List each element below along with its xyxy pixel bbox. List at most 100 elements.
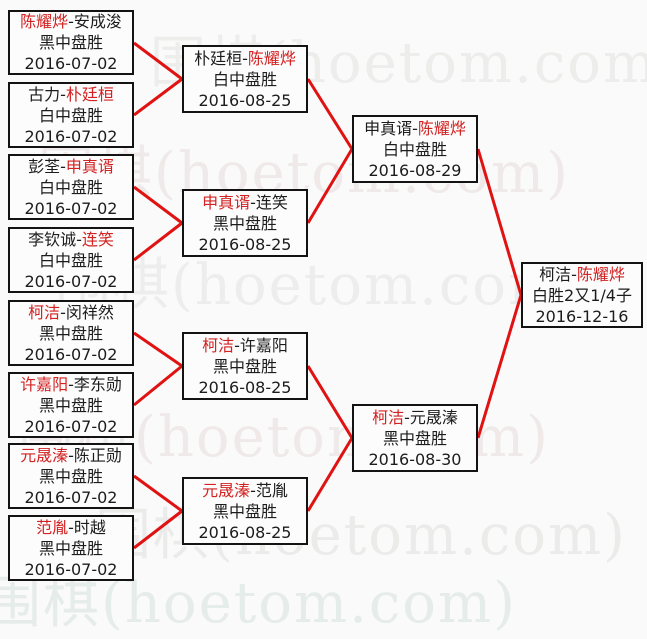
connector-line (306, 365, 354, 439)
player-name: 元晟溱 (20, 445, 69, 465)
vs-separator: - (571, 264, 577, 284)
vs-separator: - (250, 192, 256, 212)
connector-line (133, 41, 183, 81)
vs-separator: - (68, 374, 74, 394)
match-date: 2016-07-02 (24, 198, 118, 218)
player-name: 李钦诚 (28, 229, 77, 249)
player-name: 陈耀烨 (576, 264, 625, 284)
match-date: 2016-07-02 (24, 487, 118, 507)
connector-line (133, 77, 183, 117)
vs-separator: - (68, 517, 74, 537)
match-players: 元晟溱-陈正勋 (20, 445, 122, 466)
match-date: 2016-08-30 (368, 449, 462, 469)
connector-line (133, 474, 183, 513)
vs-separator: - (250, 480, 256, 500)
match-box-r2-2: 申真谞-连笑 黑中盘胜 2016-08-25 (182, 189, 308, 257)
player-name: 陈耀烨 (417, 118, 466, 138)
player-name: 元晟溱 (202, 480, 251, 500)
match-date: 2016-07-02 (24, 344, 118, 364)
player-name: 柯洁 (372, 407, 405, 427)
vs-separator: - (76, 229, 82, 249)
vs-separator: - (60, 302, 66, 322)
match-result: 白中盘胜 (38, 250, 103, 270)
player-name: 范胤 (36, 517, 69, 537)
match-players: 陈耀烨-安成浚 (20, 11, 122, 32)
match-box-sf-1: 申真谞-陈耀烨 白中盘胜 2016-08-29 (352, 115, 478, 183)
match-result: 黑中盘胜 (38, 466, 103, 486)
match-box-r2-4: 元晟溱-范胤 黑中盘胜 2016-08-25 (182, 477, 308, 545)
player-name: 范胤 (255, 480, 288, 500)
match-result: 白中盘胜 (38, 177, 103, 197)
player-name: 申真谞 (202, 192, 251, 212)
player-name: 古力 (28, 84, 61, 104)
match-box-r1-7: 元晟溱-陈正勋 黑中盘胜 2016-07-02 (8, 443, 134, 509)
player-name: 申真谞 (364, 118, 413, 138)
connector-line (306, 148, 354, 224)
match-players: 彭荃-申真谞 (28, 156, 114, 177)
player-name: 闵祥然 (65, 302, 114, 322)
match-result: 黑中盘胜 (212, 356, 277, 376)
player-name: 柯洁 (202, 335, 235, 355)
match-players: 范胤-时越 (36, 517, 106, 538)
player-name: 安成浚 (73, 12, 122, 31)
connector-line (306, 78, 354, 150)
match-result: 黑中盘胜 (212, 213, 277, 233)
match-players: 许嘉阳-李东勋 (20, 374, 122, 395)
player-name: 申真谞 (65, 156, 114, 176)
match-players: 柯洁-陈耀烨 (539, 264, 625, 285)
match-box-r2-1: 朴廷桓-陈耀烨 白中盘胜 2016-08-25 (182, 45, 308, 113)
match-date: 2016-08-25 (198, 234, 292, 254)
match-date: 2016-08-29 (368, 160, 462, 180)
match-players: 柯洁-闵祥然 (28, 302, 114, 323)
player-name: 朴廷桓 (65, 84, 114, 104)
match-date: 2016-07-02 (24, 54, 118, 73)
connector-line (133, 331, 183, 368)
player-name: 柯洁 (539, 264, 572, 284)
player-name: 陈耀烨 (20, 12, 69, 31)
connector-line (133, 364, 183, 407)
connector-lines (133, 41, 523, 550)
player-name: 许嘉阳 (20, 374, 69, 394)
match-players: 申真谞-连笑 (202, 192, 288, 213)
match-box-r1-6: 许嘉阳-李东勋 黑中盘胜 2016-07-02 (8, 372, 134, 438)
match-result: 黑中盘胜 (38, 323, 103, 343)
match-result: 黑中盘胜 (38, 33, 103, 52)
player-name: 陈耀烨 (247, 48, 296, 68)
match-date: 2016-08-25 (198, 522, 292, 542)
connector-line (133, 509, 183, 550)
connector-line (476, 148, 523, 296)
watermark-text: 围棋(hoetom.com) (55, 253, 587, 318)
connector-line (133, 185, 183, 225)
match-box-sf-2: 柯洁-元晟溱 黑中盘胜 2016-08-30 (352, 404, 478, 472)
player-name: 元晟溱 (409, 407, 458, 427)
vs-separator: - (242, 48, 248, 68)
match-result: 白中盘胜 (38, 105, 103, 125)
match-date: 2016-08-25 (198, 377, 292, 397)
match-date: 2016-07-02 (24, 271, 118, 291)
match-box-r1-1: 陈耀烨-安成浚 黑中盘胜 2016-07-02 (8, 10, 134, 75)
connector-line (133, 221, 183, 262)
match-date: 2016-07-02 (24, 126, 118, 146)
connector-line (306, 437, 354, 512)
player-name: 连笑 (81, 229, 114, 249)
match-players: 申真谞-陈耀烨 (364, 118, 466, 139)
match-date: 2016-07-02 (24, 416, 118, 436)
match-box-r1-8: 范胤-时越 黑中盘胜 2016-07-02 (8, 515, 134, 581)
match-date: 2016-07-02 (24, 559, 118, 579)
vs-separator: - (412, 118, 418, 138)
match-players: 柯洁-元晟溱 (372, 407, 458, 428)
player-name: 李东勋 (73, 374, 122, 394)
match-result: 黑中盘胜 (212, 501, 277, 521)
match-result: 白胜2又1/4子 (532, 285, 632, 305)
player-name: 时越 (73, 517, 106, 537)
match-box-r2-3: 柯洁-许嘉阳 黑中盘胜 2016-08-25 (182, 332, 308, 400)
match-players: 朴廷桓-陈耀烨 (194, 48, 296, 69)
match-box-r1-5: 柯洁-闵祥然 黑中盘胜 2016-07-02 (8, 300, 134, 366)
match-date: 2016-12-16 (535, 306, 629, 326)
match-players: 柯洁-许嘉阳 (202, 335, 288, 356)
player-name: 朴廷桓 (194, 48, 243, 68)
player-name: 许嘉阳 (239, 335, 288, 355)
vs-separator: - (68, 12, 74, 31)
match-date: 2016-08-25 (198, 90, 292, 110)
player-name: 彭荃 (28, 156, 61, 176)
